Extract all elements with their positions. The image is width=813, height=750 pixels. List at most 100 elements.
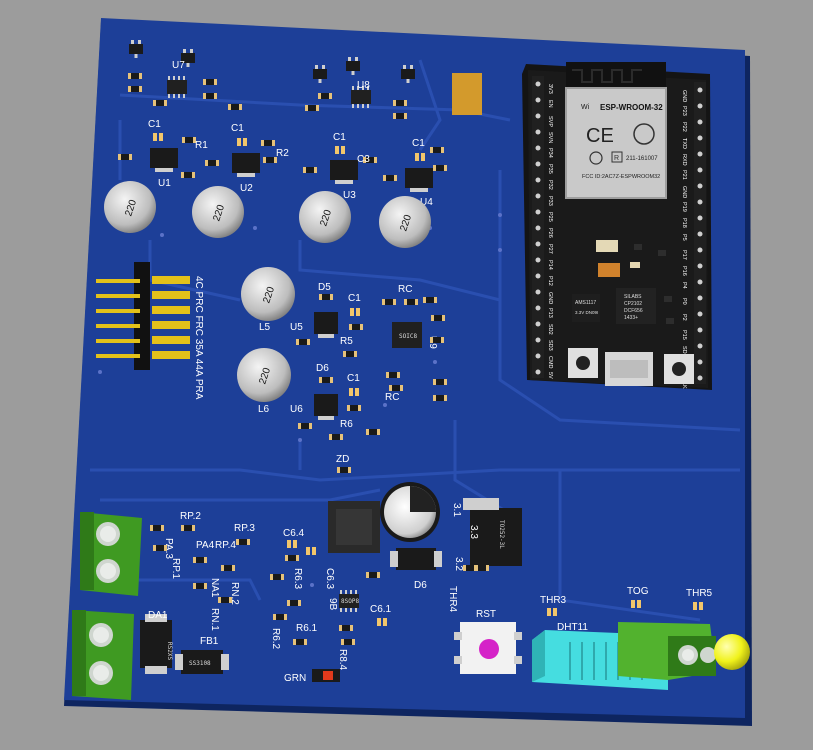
svg-text:220: 220 — [318, 208, 334, 228]
svg-text:PA4: PA4 — [196, 540, 215, 551]
svg-text:D5: D5 — [318, 282, 331, 293]
esp32-pin-label: P23 — [681, 106, 687, 116]
regulator-u4: C1 U4 220 — [379, 138, 447, 248]
svg-text:SS3108: SS3108 — [189, 660, 211, 667]
fb1-diode — [181, 650, 223, 674]
svg-text:U2: U2 — [240, 183, 253, 194]
esp32-pin-label: P18 — [681, 218, 687, 228]
rst-button[interactable]: RST — [454, 609, 522, 674]
svg-text:CP2102: CP2102 — [624, 301, 642, 307]
regulator-u2: C1 U2 R2 220 — [192, 123, 289, 238]
svg-text:220: 220 — [123, 198, 139, 218]
esp32-pin-label: P22 — [681, 122, 687, 132]
svg-text:RP.4: RP.4 — [215, 540, 236, 551]
esp32-pin-label: EN — [547, 100, 553, 108]
regulator-u5: 220 L5 D5 C1 U5 R5 — [241, 267, 363, 357]
gold-pad — [452, 73, 482, 115]
esp32-pin-label: SD3 — [547, 340, 553, 351]
esp32-pin-label: P34 — [547, 148, 553, 158]
svg-text:TO252-3L: TO252-3L — [498, 520, 505, 549]
esp32-pin-label: P0 — [681, 298, 687, 305]
esp32-pin-label: 3V3 — [547, 84, 553, 94]
esp32-left-pin-labels: 3V3ENSVPSVNP34P35P32P33P25P26P27P14P12GN… — [547, 84, 553, 379]
inductor-2 — [192, 186, 244, 238]
cp2102 — [616, 288, 656, 324]
svg-text:D6: D6 — [316, 363, 329, 374]
svg-text:RST: RST — [476, 609, 496, 620]
svg-text:ZD: ZD — [336, 454, 349, 465]
power-stage: D6 TO252-3L 3.1 3.3 3.2 THR4 — [328, 482, 522, 613]
svg-text:RP.2: RP.2 — [180, 511, 201, 522]
svg-text:R: R — [614, 155, 619, 162]
svg-text:C6.1: C6.1 — [370, 604, 392, 615]
wifi-icon — [633, 123, 655, 145]
da1-diode — [140, 620, 172, 668]
regulator-u6: 220 L6 D6 C1 U6 R6 — [237, 348, 380, 440]
svg-text:C1: C1 — [231, 123, 244, 134]
svg-text:220: 220 — [261, 285, 277, 305]
svg-text:L5: L5 — [259, 322, 271, 333]
svg-text:C6.3: C6.3 — [324, 568, 335, 590]
esp32-pin-label: P35 — [547, 164, 553, 174]
esp32-pin-label: P16 — [681, 266, 687, 276]
analog-input-cluster: RP.2 PA.3 RP.1 PA4 RP.4 RP.3 NA1 RN.2 RN… — [140, 511, 255, 674]
svg-text:C1: C1 — [348, 293, 361, 304]
svg-text:RN.1: RN.1 — [209, 608, 220, 631]
svg-text:3.2: 3.2 — [453, 557, 464, 571]
tog-connector: TOG THR5 — [618, 586, 750, 680]
zd: ZD — [336, 454, 351, 473]
esp32-pin-label: P27 — [547, 244, 553, 254]
svg-text:RP.3: RP.3 — [234, 523, 255, 534]
esp32-pin-label: P15 — [681, 330, 687, 340]
esp32-pin-label: P33 — [547, 196, 553, 206]
svg-text:220: 220 — [211, 203, 227, 223]
svg-text:R6.2: R6.2 — [270, 628, 281, 650]
svg-text:THR3: THR3 — [540, 595, 567, 606]
svg-text:RC: RC — [398, 284, 412, 295]
svg-text:9B: 9B — [327, 598, 338, 611]
esp32-pin-label: P2 — [681, 314, 687, 321]
svg-text:DA1: DA1 — [148, 610, 168, 621]
svg-text:8SOP8: 8SOP8 — [341, 598, 359, 605]
esp32-pin-label: TXD — [681, 138, 687, 149]
svg-text:R6.1: R6.1 — [296, 623, 318, 634]
esp32-pin-label: P19 — [681, 202, 687, 212]
ams1117 — [572, 294, 600, 322]
svg-text:THR5: THR5 — [686, 588, 713, 599]
esp32-pin-label: SD2 — [547, 324, 553, 335]
svg-text:R8.4: R8.4 — [337, 649, 348, 671]
svg-text:U6: U6 — [290, 404, 303, 415]
esp32-pin-label: P26 — [547, 228, 553, 238]
wifi-logo: Wi — [581, 104, 590, 111]
svg-text:DHT11: DHT11 — [557, 622, 588, 633]
esp32-pin-label: P17 — [681, 250, 687, 260]
esp32-pin-label: P21 — [681, 170, 687, 180]
status-led — [714, 634, 750, 670]
svg-text:220: 220 — [398, 213, 414, 233]
svg-text:R6.3: R6.3 — [292, 568, 303, 590]
esp32-pin-label: P25 — [547, 212, 553, 222]
svg-text:RP.1: RP.1 — [170, 558, 181, 579]
esp32-pin-label: P4 — [681, 282, 687, 289]
signal-cluster: C6.4 R6.3 C6.3 9B 8SOP8 C6.1 R6.2 R6.1 R… — [270, 528, 392, 684]
esp32-pin-label: 5V — [547, 372, 553, 379]
svg-text:220: 220 — [257, 366, 273, 386]
esp32-pin-label: P12 — [547, 276, 553, 286]
esp32-devkit: 3V3ENSVPSVNP34P35P32P33P25P26P27P14P12GN… — [522, 62, 712, 390]
svg-text:U5: U5 — [290, 322, 303, 333]
esp32-pin-label: GND — [547, 292, 553, 304]
compliance-icon — [589, 151, 603, 165]
svg-text:U4: U4 — [420, 197, 433, 208]
regulator-u1: C1 U1 R1 220 — [104, 119, 208, 233]
esp32-pin-label: GND — [681, 186, 687, 198]
module-name: ESP-WROOM-32 — [600, 103, 663, 112]
esp32-pins — [535, 81, 703, 381]
esp32-pin-label: GND — [681, 90, 687, 102]
svg-text:R5: R5 — [340, 336, 353, 347]
svg-text:D6: D6 — [414, 580, 427, 591]
inductor-1 — [104, 181, 156, 233]
svg-text:C6.4: C6.4 — [283, 528, 305, 539]
esp32-pin-label: RXD — [681, 154, 687, 166]
esp32-pin-label: SD1 — [681, 346, 687, 357]
